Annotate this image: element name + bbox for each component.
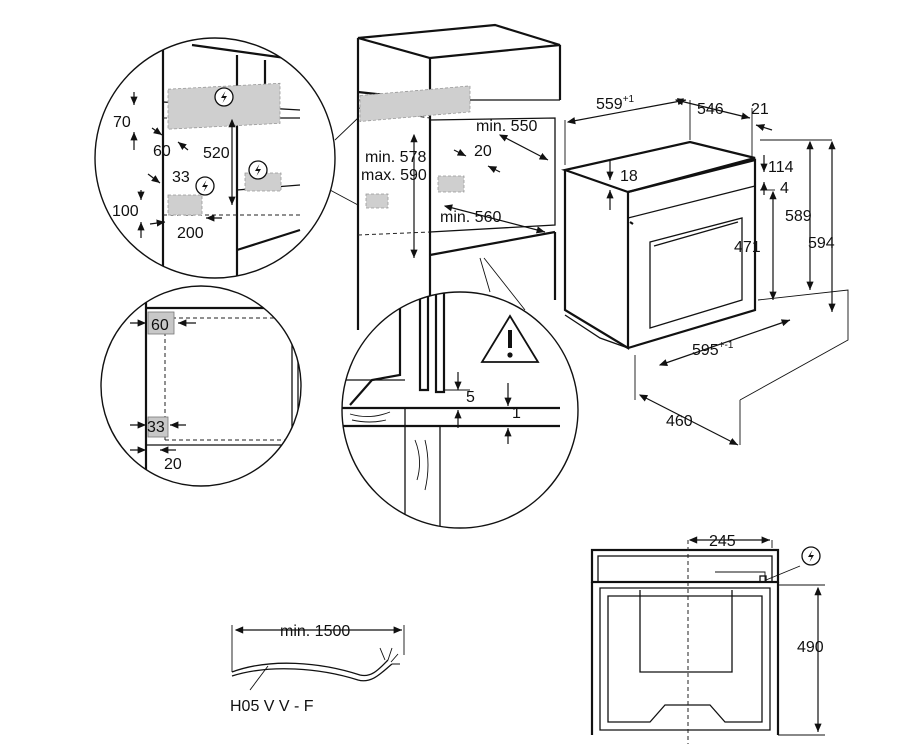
label-594: 594 [808,235,835,252]
label-1: 1 [512,405,521,422]
label-460: 460 [666,413,693,430]
label-min-550: min. 550 [476,118,537,135]
label-max-590: max. 590 [361,167,427,184]
label-60-top: 60 [153,143,171,160]
label-20-cabinet: 20 [474,143,492,160]
label-18: 18 [620,168,638,185]
label-559: 559+1 [596,94,635,113]
label-60-bottom: 60 [151,317,169,334]
label-490: 490 [797,639,824,656]
label-33-bottom: 33 [147,419,165,436]
label-4: 4 [780,180,789,197]
oven-drawing [561,98,849,446]
cable-drawing [231,625,405,691]
label-5: 5 [466,389,475,406]
label-471: 471 [734,239,761,256]
label-100: 100 [112,203,139,220]
label-21: 21 [751,101,769,118]
label-546: 546 [697,101,724,118]
label-min-560: min. 560 [440,209,501,226]
label-cable-type: H05 V V - F [230,698,314,715]
label-min-578: min. 578 [365,149,426,166]
label-595: 595+-1 [692,340,734,359]
label-520: 520 [203,145,230,162]
label-200: 200 [177,225,204,242]
label-114: 114 [768,159,794,176]
warning-triangle-icon [480,314,540,363]
label-70: 70 [113,114,131,131]
detail-circle-bottom [100,285,302,487]
label-20-bottom: 20 [164,456,182,473]
label-33-top: 33 [172,169,190,186]
label-589: 589 [785,208,812,225]
detail-circle-center [341,257,579,529]
label-cable-length: min. 1500 [280,623,350,640]
detail-circle-top [94,37,359,279]
front-view-drawing [590,536,825,744]
label-245: 245 [709,533,736,550]
